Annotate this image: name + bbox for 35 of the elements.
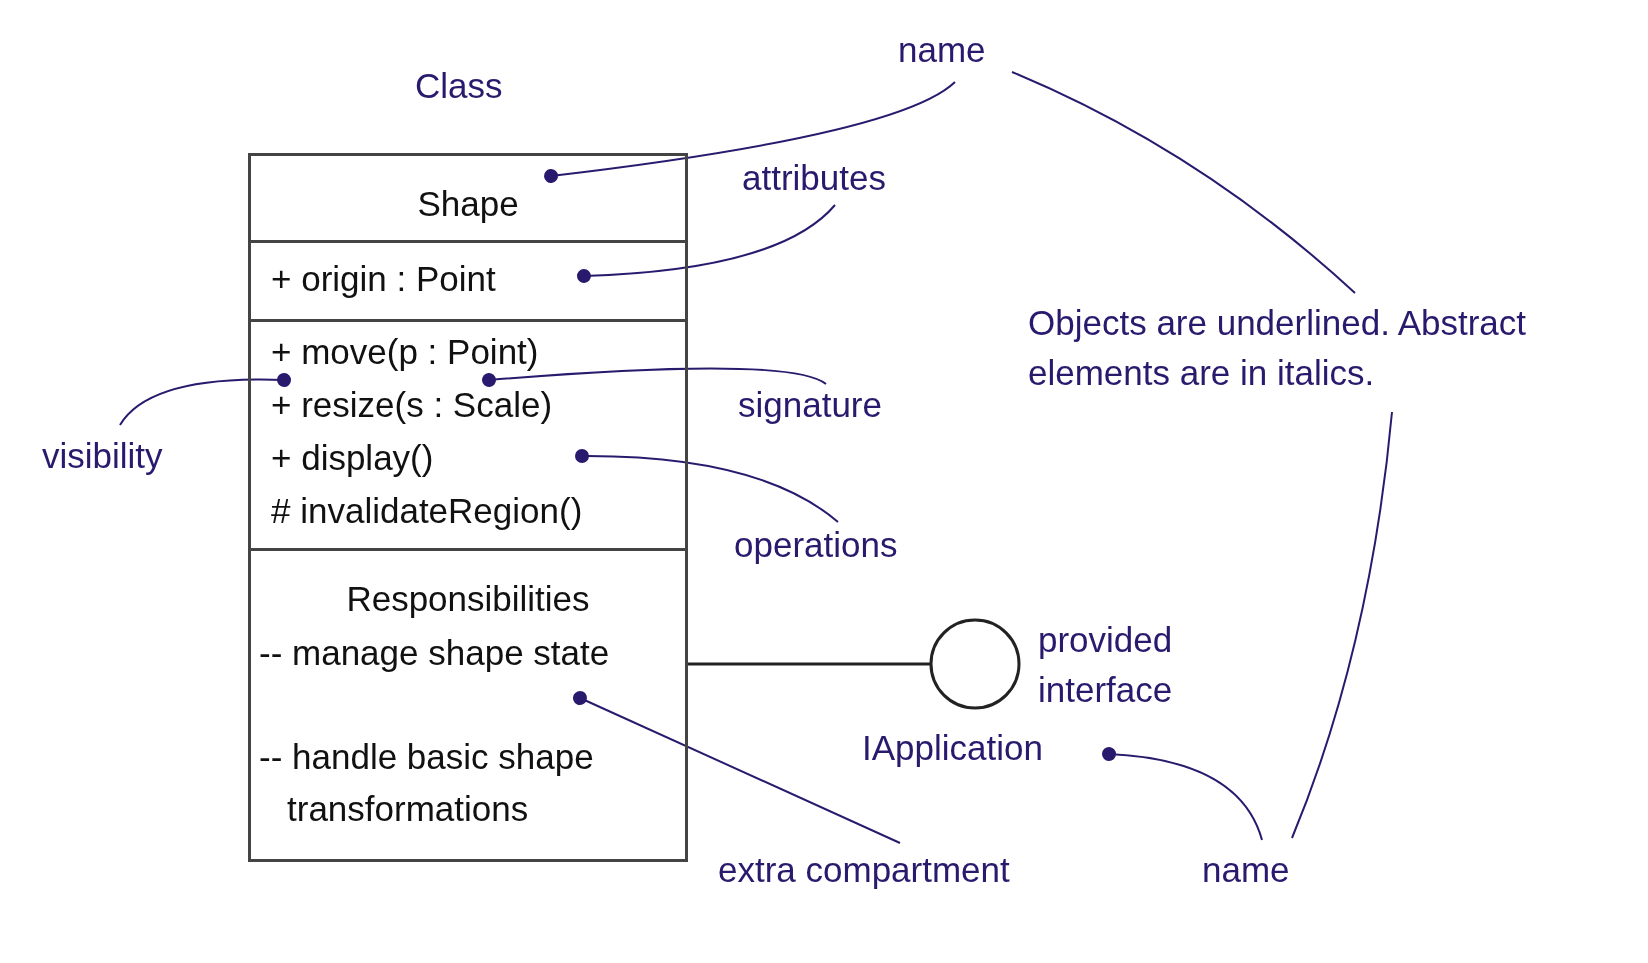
operation-text: + resize(s : Scale)	[271, 385, 553, 426]
operation-text: + move(p : Point)	[271, 332, 539, 373]
leader-line	[482, 367, 827, 387]
responsibility-text: -- manage shape state	[259, 632, 611, 674]
annotation-label: visibility	[42, 436, 163, 477]
interface-name: IApplication	[862, 728, 1043, 769]
class-compartment	[248, 240, 688, 322]
class-compartment	[248, 153, 688, 243]
leader-line	[119, 373, 291, 426]
responsibility-text: -- handle basic shape transformations	[259, 736, 595, 830]
connector-line	[1291, 411, 1393, 839]
leader-line	[1102, 747, 1263, 841]
interface-circle	[929, 618, 1021, 710]
leader-line	[575, 449, 839, 523]
operation-text: # invalidateRegion()	[271, 491, 583, 532]
leader-line	[544, 81, 956, 183]
annotation-label: signature	[738, 385, 882, 426]
note-text: Objects are underlined. Abstract elements are in italics.	[1028, 298, 1618, 398]
class-name: Shape	[416, 183, 520, 225]
compartment-heading: Responsibilities	[345, 578, 591, 620]
diagram-label: Class	[415, 66, 503, 107]
class-compartment	[248, 319, 688, 551]
leader-line	[573, 691, 901, 844]
annotation-label: attributes	[742, 158, 886, 199]
annotation-label: extra compartment	[718, 850, 1010, 891]
class-compartment	[248, 548, 688, 862]
operation-text: + display()	[271, 438, 434, 479]
annotation-label: name	[898, 30, 986, 71]
connector-line	[687, 662, 931, 666]
interface-label: provided interface	[1038, 619, 1174, 711]
attribute-text: + origin : Point	[271, 259, 496, 300]
annotation-label: operations	[734, 525, 898, 566]
annotation-label: name	[1202, 850, 1290, 891]
leader-line	[577, 204, 836, 283]
connector-line	[1011, 71, 1356, 294]
